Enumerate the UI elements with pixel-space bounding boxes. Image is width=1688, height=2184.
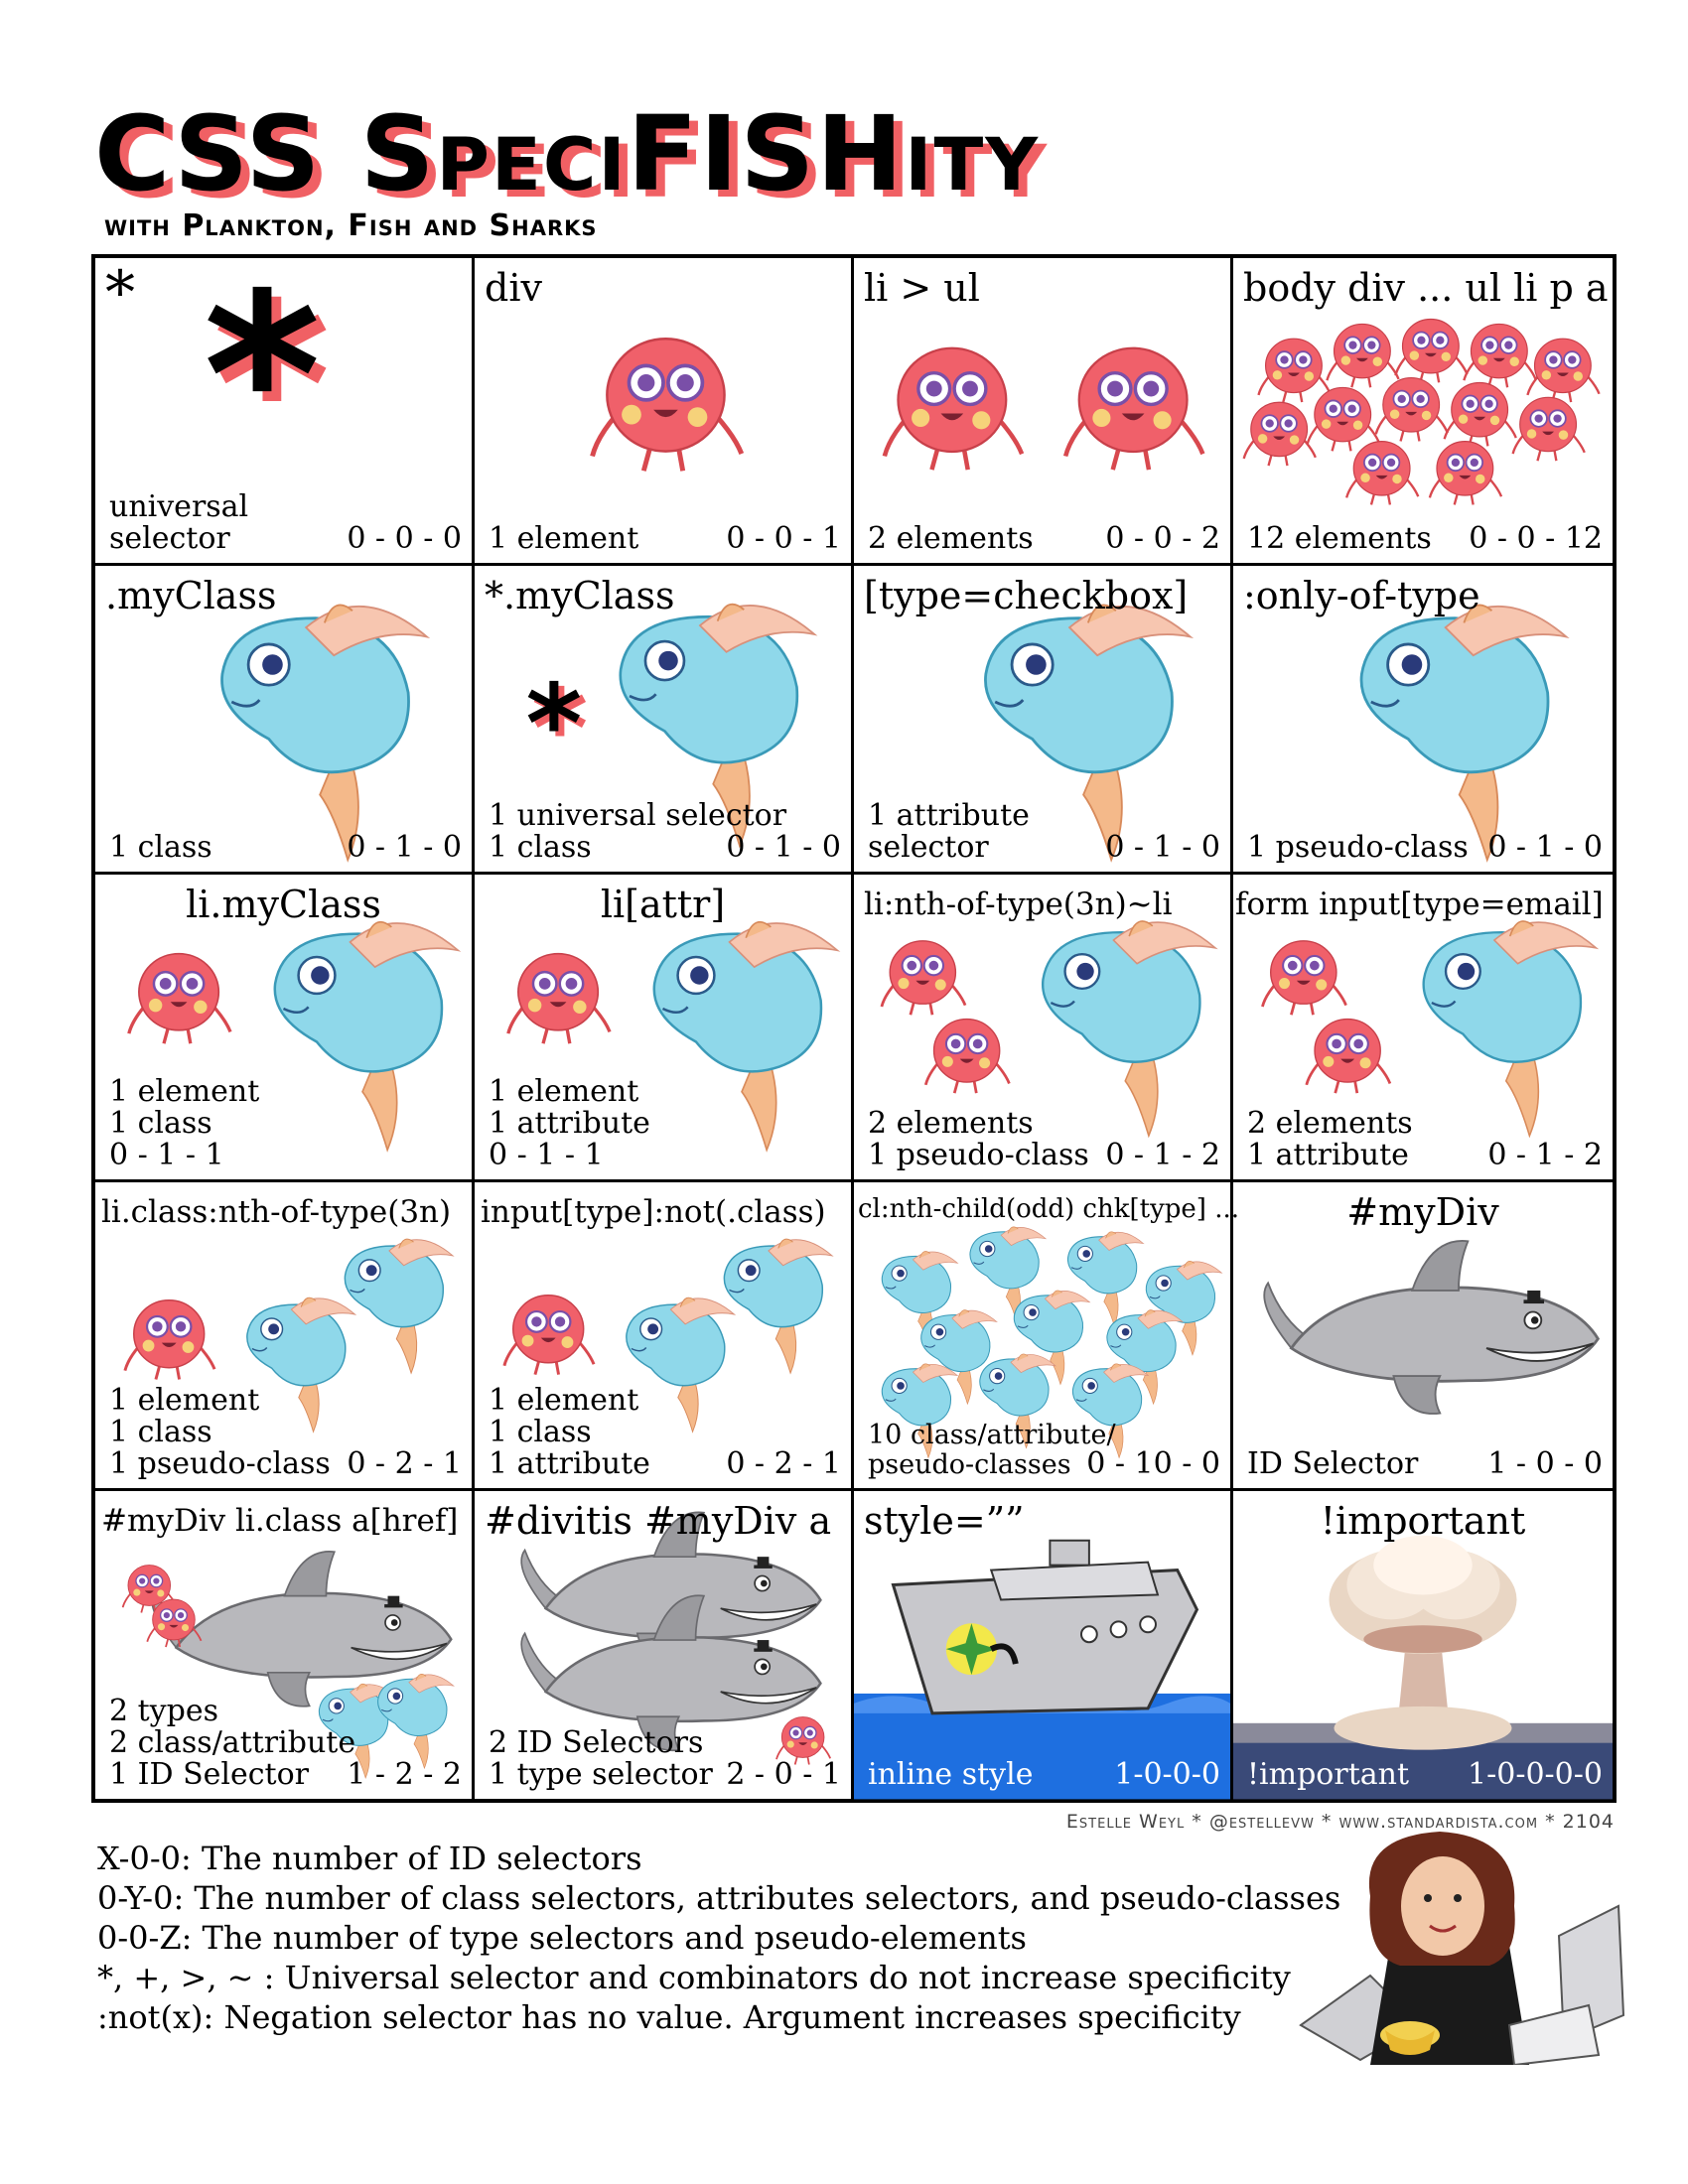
- cell-description: 2 elements: [868, 521, 1034, 557]
- cell-description: 1 universal selector 1 class: [489, 797, 787, 865]
- cell-description: 2 ID Selectors 1 type selector: [489, 1724, 713, 1792]
- svg-text:*: *: [213, 256, 332, 517]
- cell-universal-class: *.myClass * * 1 universal selector 1 cla…: [475, 566, 854, 875]
- author-portrait: [1299, 1832, 1625, 2065]
- cell-description: 12 elements: [1247, 521, 1432, 557]
- cell-selector: #myDiv li.class a[href]: [101, 1502, 459, 1539]
- cell-specificity: 0 - 1 - 0: [1105, 829, 1220, 865]
- cell-ten-classes: cl:nth-child(odd) chk[type] ... 10 class…: [854, 1182, 1239, 1491]
- cell-description: 1 attribute selector: [868, 797, 1030, 865]
- legend-item: X-0-0: The number of ID selectors: [97, 1840, 642, 1877]
- cell-twelve-elements: body div ... ul li p a 12 elements 0 - 0…: [1233, 258, 1613, 567]
- cell-description: 2 elements 1 attribute: [1247, 1106, 1413, 1173]
- cell-selector: .myClass: [105, 574, 277, 618]
- cell-specificity: 0 - 0 - 0: [347, 521, 462, 557]
- cell-element-attribute: li[attr] 1 element 1 attribute 0 - 1 - 1: [475, 874, 854, 1183]
- cell-form-input: form input[type=email] 2 elements 1 attr…: [1233, 875, 1613, 1183]
- cell-two-ids: #divitis #myDiv a 2 ID Selectors 1 type …: [475, 1490, 854, 1799]
- cell-description: universal selector: [109, 489, 249, 557]
- page-title: CSS SpeciFISHity CSS SpeciFISHity: [94, 93, 1484, 215]
- cell-description: 1 pseudo-class: [1247, 829, 1469, 865]
- cell-description: 1 element 1 class 1 attribute: [489, 1382, 650, 1481]
- cell-description: 10 class/attribute/ pseudo-classes: [868, 1419, 1116, 1480]
- cell-selector: #myDiv: [1346, 1190, 1499, 1235]
- svg-text:*: *: [204, 246, 321, 507]
- cell-specificity: 0 - 2 - 1: [347, 1445, 462, 1481]
- cell-selector: *.myClass: [485, 574, 675, 618]
- cell-attribute: [type=checkbox] 1 attribute selector 0 -…: [854, 566, 1233, 875]
- author-credit: Estelle Weyl * @estellevw * www.standard…: [1065, 1811, 1615, 1833]
- cell-description: inline style: [868, 1756, 1034, 1792]
- fish-icon: * *: [526, 603, 816, 848]
- cell-specificity: 1 - 0 - 0: [1487, 1445, 1603, 1481]
- cell-div: div 1 element 0 - 0 - 1: [475, 258, 854, 567]
- cell-class-pseudo: li.class:nth-of-type(3n) 1 element 1 cla…: [95, 1182, 475, 1491]
- cell-pseudo-class: :only-of-type 1 pseudo-class 0 - 1 - 0: [1233, 566, 1613, 875]
- cell-child-combinator: li > ul 2 elements 0 - 0 - 2: [854, 258, 1233, 567]
- cell-element-class: li.myClass 1 element 1 class 0 - 1 - 1: [95, 874, 475, 1183]
- cell-selector: div: [485, 266, 542, 310]
- cell-description: ID Selector: [1247, 1445, 1419, 1481]
- cell-specificity: 0 - 0 - 12: [1469, 521, 1603, 557]
- cell-id-class-attr: #myDiv li.class a[href] 2 types 2 class/…: [95, 1490, 475, 1799]
- cell-description: !important: [1247, 1756, 1410, 1792]
- svg-text:*: *: [526, 661, 583, 787]
- cell-selector: li.class:nth-of-type(3n): [101, 1194, 452, 1231]
- cell-specificity: 0 - 1 - 2: [1487, 1138, 1603, 1173]
- mushroom-cloud-icon: [1233, 1535, 1613, 1799]
- cell-specificity: 1-0-0-0: [1114, 1756, 1220, 1792]
- cell-specificity: 0 - 2 - 1: [726, 1445, 841, 1481]
- legend-item: 0-Y-0: The number of class selectors, at…: [97, 1879, 1341, 1917]
- cell-description: 2 elements 1 pseudo-class: [868, 1106, 1089, 1173]
- cell-negation: input[type]:not(.class) 1 element 1 clas…: [475, 1182, 854, 1491]
- cell-specificity: 2 - 0 - 1: [726, 1756, 841, 1792]
- cell-description: 2 types 2 class/attribute 1 ID Selector: [109, 1693, 356, 1792]
- cell-id: #myDiv ID Selector 1 - 0 - 0: [1233, 1182, 1613, 1491]
- cell-sibling-pseudo: li:nth-of-type(3n)~li 2 elements 1 pseud…: [854, 874, 1233, 1183]
- cell-inline-style: style=”” inline style 1-0-0-0: [854, 1490, 1233, 1799]
- cell-specificity: 0 - 1 - 0: [726, 829, 841, 865]
- cell-specificity: 0 - 0 - 1: [726, 521, 841, 557]
- cell-important: !important !important 1-0-0-0-0: [1233, 1490, 1613, 1799]
- cell-specificity: 0 - 0 - 2: [1105, 521, 1220, 557]
- specificity-grid: * * * universal selector 0 - 0 - 0 div 1…: [91, 246, 1617, 1803]
- cell-universal: * * * universal selector 0 - 0 - 0: [95, 246, 475, 567]
- cell-selector: body div ... ul li p a: [1243, 266, 1609, 310]
- title-text: CSS SpeciFISHity: [94, 93, 1041, 214]
- cell-selector: :only-of-type: [1243, 574, 1480, 618]
- cell-specificity: 0 - 10 - 0: [1086, 1445, 1220, 1481]
- asterisk-icon: * *: [204, 246, 332, 517]
- legend-item: 0-0-Z: The number of type selectors and …: [97, 1919, 1027, 1957]
- cell-description: 1 element 1 class 1 pseudo-class: [109, 1382, 331, 1481]
- cell-selector: cl:nth-child(odd) chk[type] ...: [858, 1194, 1240, 1225]
- cell-specificity: 0 - 1 - 2: [1105, 1138, 1220, 1173]
- cell-specificity: 1-0-0-0-0: [1468, 1756, 1603, 1792]
- cell-selector: form input[type=email]: [1235, 886, 1604, 922]
- cell-selector: style=””: [864, 1498, 1025, 1543]
- cell-description: 1 element 1 class 0 - 1 - 1: [109, 1074, 260, 1173]
- ship-icon: [854, 1539, 1230, 1799]
- cell-specificity: 0 - 1 - 0: [347, 829, 462, 865]
- cell-description: 1 element 1 attribute 0 - 1 - 1: [489, 1074, 650, 1173]
- cell-specificity: 0 - 1 - 0: [1487, 829, 1603, 865]
- title-shadow: CSS SpeciFISHity: [103, 100, 1050, 221]
- cell-selector: *: [105, 258, 135, 328]
- cell-selector: [type=checkbox]: [864, 574, 1189, 618]
- legend-item: *, +, >, ~ : Universal selector and comb…: [97, 1959, 1291, 1996]
- cell-selector: li > ul: [864, 266, 980, 310]
- cell-selector: input[type]:not(.class): [481, 1194, 826, 1231]
- cell-selector: li:nth-of-type(3n)~li: [864, 886, 1173, 922]
- cell-description: 1 class: [109, 829, 212, 865]
- svg-text:*: *: [531, 666, 588, 792]
- cell-selector: li[attr]: [600, 882, 726, 926]
- cell-selector: #divitis #myDiv a: [485, 1498, 832, 1543]
- cell-selector: li.myClass: [186, 882, 381, 926]
- cell-class: .myClass 1 class 0 - 1 - 0: [95, 566, 475, 875]
- cell-specificity: 1 - 2 - 2: [347, 1756, 462, 1792]
- cell-selector: !important: [1320, 1498, 1526, 1543]
- legend: X-0-0: The number of ID selectors 0-Y-0:…: [97, 1839, 1340, 2037]
- legend-item: :not(x): Negation selector has no value.…: [97, 1998, 1241, 2036]
- page-subtitle: with Plankton, Fish and Sharks: [104, 208, 598, 243]
- cell-description: 1 element: [489, 521, 639, 557]
